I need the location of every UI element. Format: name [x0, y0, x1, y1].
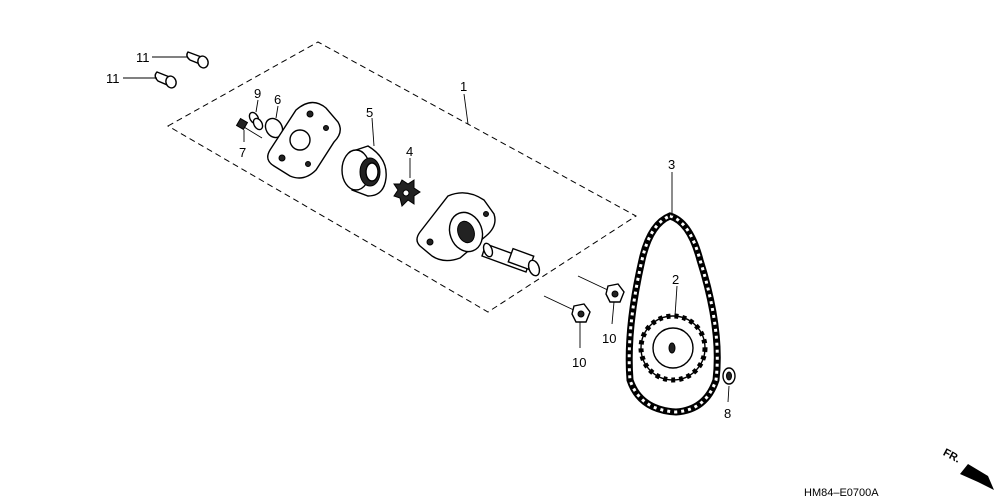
- leader-lines: [123, 56, 730, 403]
- callout-6: 6: [274, 92, 281, 107]
- dowel-pin-part-9: [248, 111, 264, 131]
- callout-11-lower: 11: [106, 71, 120, 86]
- drive-chain-part-3: [625, 212, 721, 416]
- pump-cover-plate: [267, 101, 341, 179]
- front-direction-label: FR.: [941, 447, 962, 466]
- pump-shaft: [481, 242, 541, 277]
- outer-rotor-part-5: [341, 145, 387, 197]
- collar-part-11-lower: [154, 71, 177, 89]
- front-direction-arrow-icon: FR.: [941, 447, 994, 490]
- callout-2: 2: [672, 272, 679, 287]
- washer-part-8: [722, 367, 736, 385]
- callout-3: 3: [668, 157, 675, 172]
- flange-bolt-part-10-lower: [543, 295, 591, 323]
- callout-1: 1: [460, 79, 467, 94]
- callout-9: 9: [254, 86, 261, 101]
- callout-7: 7: [239, 145, 246, 160]
- pump-body: [416, 192, 496, 262]
- oil-pump-assembly-outline: [166, 41, 637, 313]
- bolt-part-7: [235, 117, 263, 139]
- callout-4: 4: [406, 144, 413, 159]
- diagram-code: HM84–E0700A: [804, 487, 879, 499]
- callout-5: 5: [366, 105, 373, 120]
- callout-10-upper: 10: [602, 331, 616, 346]
- callout-11-upper: 11: [136, 50, 150, 65]
- collar-part-11-upper: [186, 51, 209, 69]
- inner-rotor-part-4: [393, 179, 421, 207]
- callout-10-lower: 10: [572, 355, 586, 370]
- flange-bolt-part-10-upper: [577, 275, 625, 303]
- sprocket-part-2: [638, 313, 708, 383]
- callout-8: 8: [724, 406, 731, 421]
